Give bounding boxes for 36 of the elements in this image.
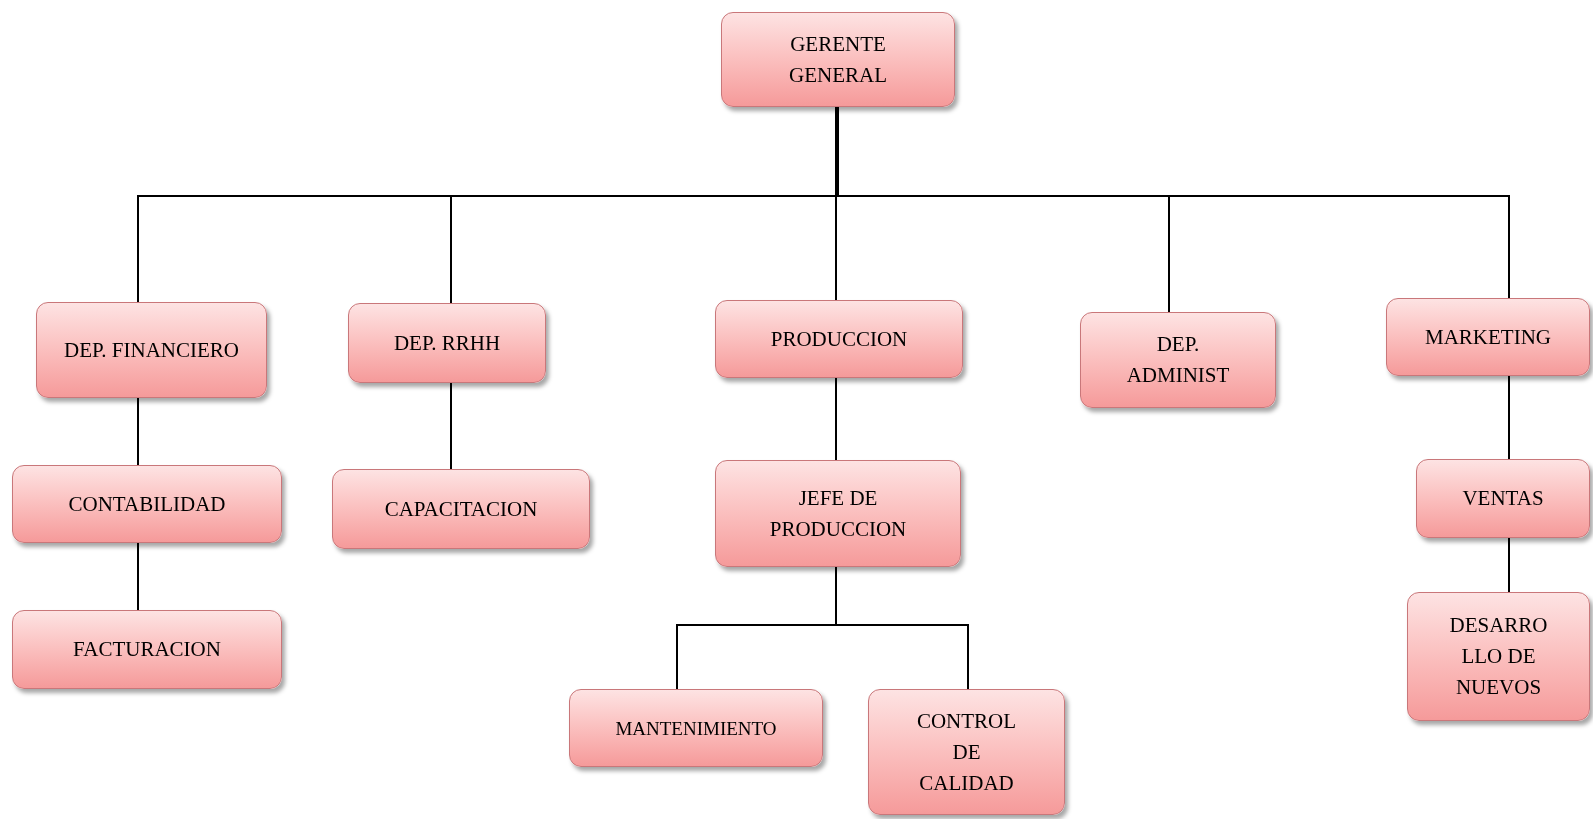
- department-box: [569, 689, 823, 767]
- department-name: DEP. ADMINIST: [1125, 331, 1231, 389]
- connector-line: [450, 382, 452, 470]
- department-box: [721, 12, 955, 107]
- department-box: [332, 469, 590, 549]
- department-name: MARKETING: [1425, 323, 1551, 351]
- department-box: [1080, 312, 1276, 408]
- department-name: GERENTE GENERAL: [788, 30, 888, 89]
- connector-line: [835, 377, 837, 461]
- department-box: [12, 465, 282, 543]
- department-name: CONTABILIDAD: [68, 490, 226, 518]
- department-box: [1416, 459, 1590, 538]
- department-name: MANTENIMIENTO: [615, 716, 777, 741]
- connector-line: [1508, 375, 1510, 460]
- department-name: DEP. FINANCIERO: [63, 336, 240, 364]
- department-box: [715, 460, 961, 567]
- department-name: PRODUCCION: [770, 325, 908, 353]
- connector-line: [1508, 537, 1510, 593]
- connector-line: [137, 397, 139, 466]
- department-box: [348, 303, 546, 383]
- department-box: [1386, 298, 1590, 376]
- department-box: [36, 302, 267, 398]
- connector-line: [835, 566, 969, 690]
- department-name: DEP. RRHH: [393, 329, 501, 357]
- department-name: CAPACITACION: [384, 495, 538, 523]
- department-name: DESARRO LLO DE NUEVOS: [1448, 612, 1549, 701]
- department-box: [715, 300, 963, 378]
- department-name: VENTAS: [1462, 485, 1544, 512]
- department-name: JEFE DE PRODUCCION: [768, 484, 908, 543]
- connector-line: [137, 542, 139, 611]
- department-box: [12, 610, 282, 689]
- department-box: [868, 689, 1065, 815]
- department-box: [1407, 592, 1590, 721]
- connector-line: [835, 106, 837, 301]
- department-name: CONTROL DE CALIDAD: [915, 707, 1018, 797]
- department-name: FACTURACION: [73, 636, 221, 663]
